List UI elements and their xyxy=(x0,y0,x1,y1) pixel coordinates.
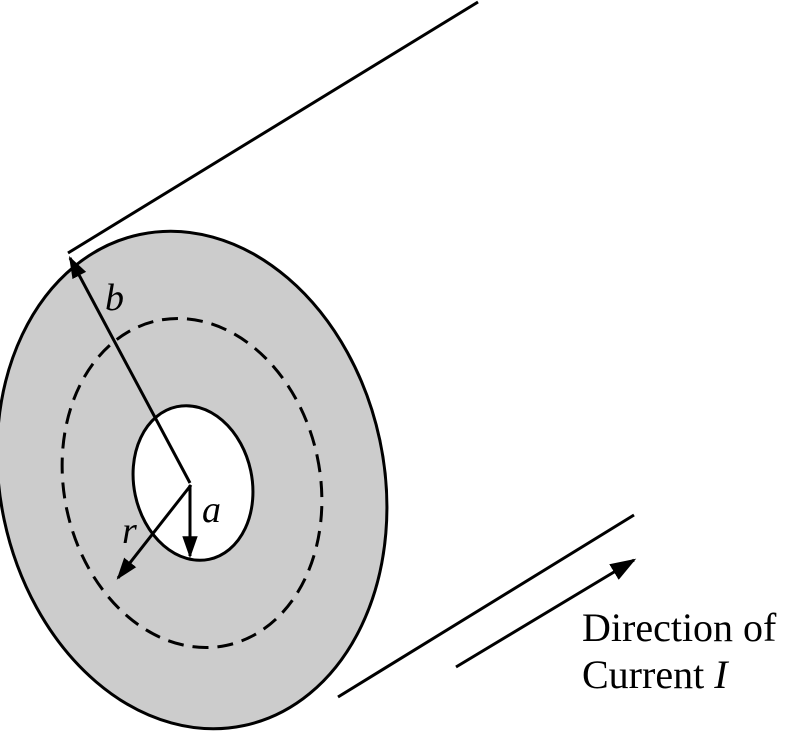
caption-line-1: Direction of xyxy=(582,605,777,650)
label-r: r xyxy=(122,510,137,552)
current-symbol-I: I xyxy=(713,652,729,697)
cylinder-bottom-edge xyxy=(337,513,635,699)
cylinder-top-edge xyxy=(67,0,479,255)
amperian-loop-dashed xyxy=(60,316,324,650)
label-a: a xyxy=(202,489,221,531)
radius-b-arrow xyxy=(68,256,192,484)
label-b: b xyxy=(105,277,124,319)
caption-line-2-prefix: Current xyxy=(582,652,714,697)
radius-r-arrow xyxy=(116,484,193,580)
current-direction-arrow xyxy=(455,558,637,669)
caption-line-2: Current I xyxy=(582,652,729,697)
